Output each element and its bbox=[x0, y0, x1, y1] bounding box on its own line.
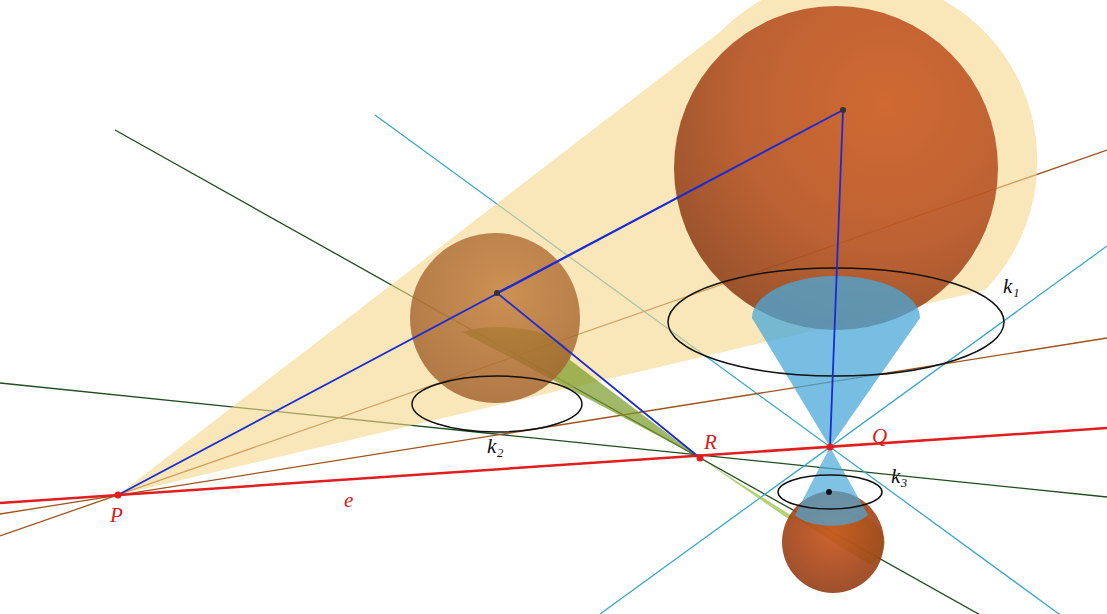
point-label: R bbox=[704, 432, 717, 453]
circle-label: k₁ bbox=[1003, 276, 1020, 297]
circle-label: k₃ bbox=[891, 466, 908, 487]
point-label: Q bbox=[872, 426, 887, 447]
circle-label: k₂ bbox=[487, 436, 504, 457]
point-label: P bbox=[110, 505, 123, 526]
line-label: e bbox=[344, 490, 353, 511]
